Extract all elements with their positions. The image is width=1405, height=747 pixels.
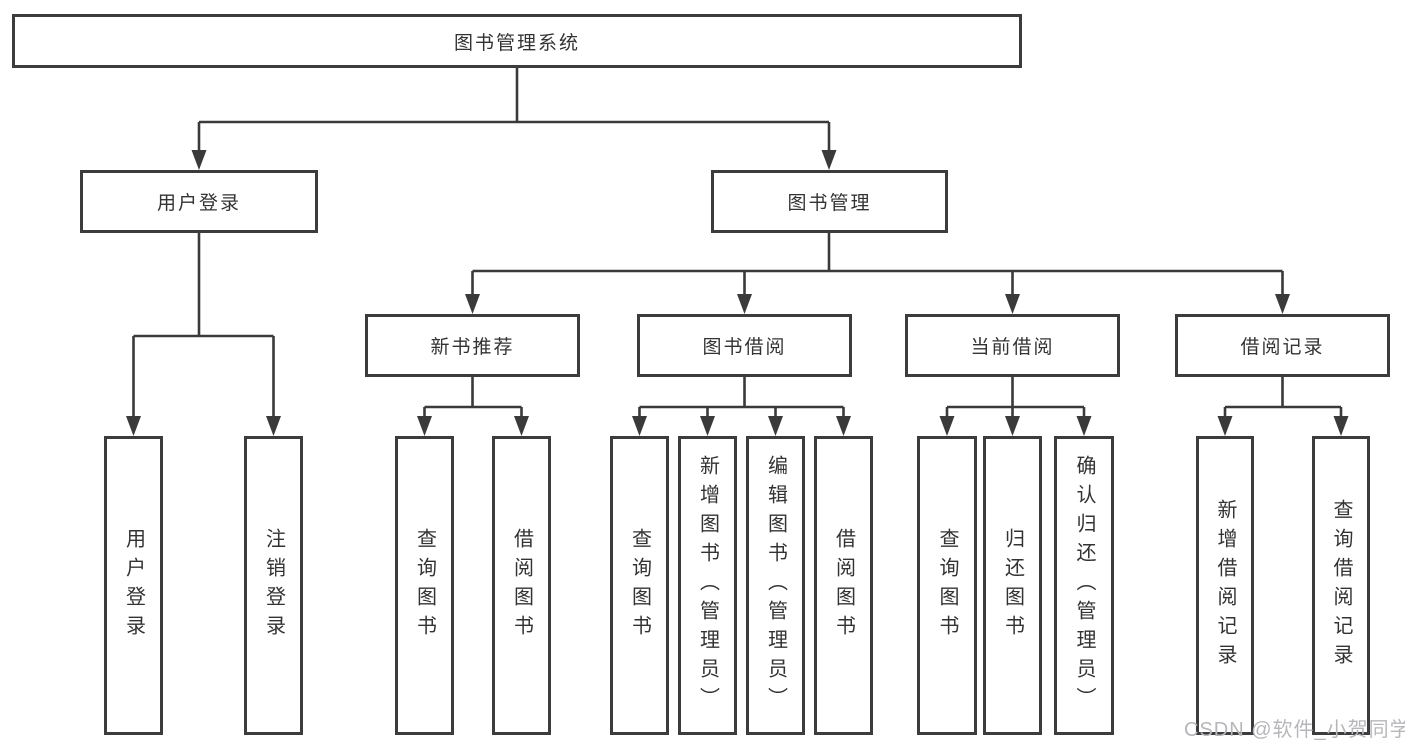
node-label: 用户登录 (122, 527, 145, 644)
node-label: 确认归还（管理员） (1073, 455, 1095, 716)
node-label: 用户登录 (156, 193, 241, 214)
node-query-borrow-record: 查询借阅记录 (1312, 436, 1370, 735)
node-return-books: 归还图书 (983, 436, 1042, 735)
node-label: 归还图书 (1001, 527, 1024, 644)
node-label: 查询图书 (936, 527, 958, 644)
node-book-management: 图书管理 (711, 170, 948, 233)
node-borrow-books-borrowing: 借阅图书 (814, 436, 873, 735)
node-label: 当前借阅 (970, 337, 1055, 358)
node-edit-books-admin: 编辑图书（管理员） (746, 436, 805, 735)
node-query-books-current: 查询图书 (917, 436, 977, 735)
node-query-books-borrowing: 查询图书 (610, 436, 669, 735)
node-confirm-return-admin: 确认归还（管理员） (1054, 436, 1114, 735)
node-add-books-admin: 新增图书（管理员） (678, 436, 737, 735)
node-current-borrowing: 当前借阅 (905, 314, 1120, 377)
node-borrowing-records: 借阅记录 (1175, 314, 1390, 377)
node-new-book-recommendation: 新书推荐 (365, 314, 580, 377)
node-label: 图书管理系统 (453, 32, 580, 54)
node-label: 查询图书 (628, 527, 651, 644)
node-label: 图书借阅 (702, 337, 787, 358)
node-label: 注销登录 (262, 527, 285, 644)
node-library-system: 图书管理系统 (12, 14, 1022, 68)
node-user-login: 用户登录 (80, 170, 318, 233)
node-add-borrow-record: 新增借阅记录 (1196, 436, 1254, 735)
node-label: 新增借阅记录 (1214, 498, 1236, 673)
node-user-login-leaf: 用户登录 (104, 436, 163, 735)
arrowhead-icons (126, 150, 1349, 436)
node-label: 借阅图书 (832, 527, 855, 644)
node-label: 新增图书（管理员） (696, 455, 719, 716)
node-label: 借阅图书 (510, 527, 533, 644)
node-label: 借阅记录 (1240, 337, 1325, 358)
node-query-books-recommend: 查询图书 (395, 436, 454, 735)
node-label: 图书管理 (787, 193, 872, 214)
node-logout: 注销登录 (244, 436, 303, 735)
node-label: 查询借阅记录 (1330, 498, 1352, 673)
node-label: 新书推荐 (430, 337, 515, 358)
node-borrow-books-recommend: 借阅图书 (492, 436, 551, 735)
node-label: 查询图书 (413, 527, 436, 644)
node-label: 编辑图书（管理员） (764, 455, 787, 716)
node-book-borrowing: 图书借阅 (637, 314, 852, 377)
csdn-watermark: CSDN @软件_小贺同学 (1184, 719, 1405, 741)
